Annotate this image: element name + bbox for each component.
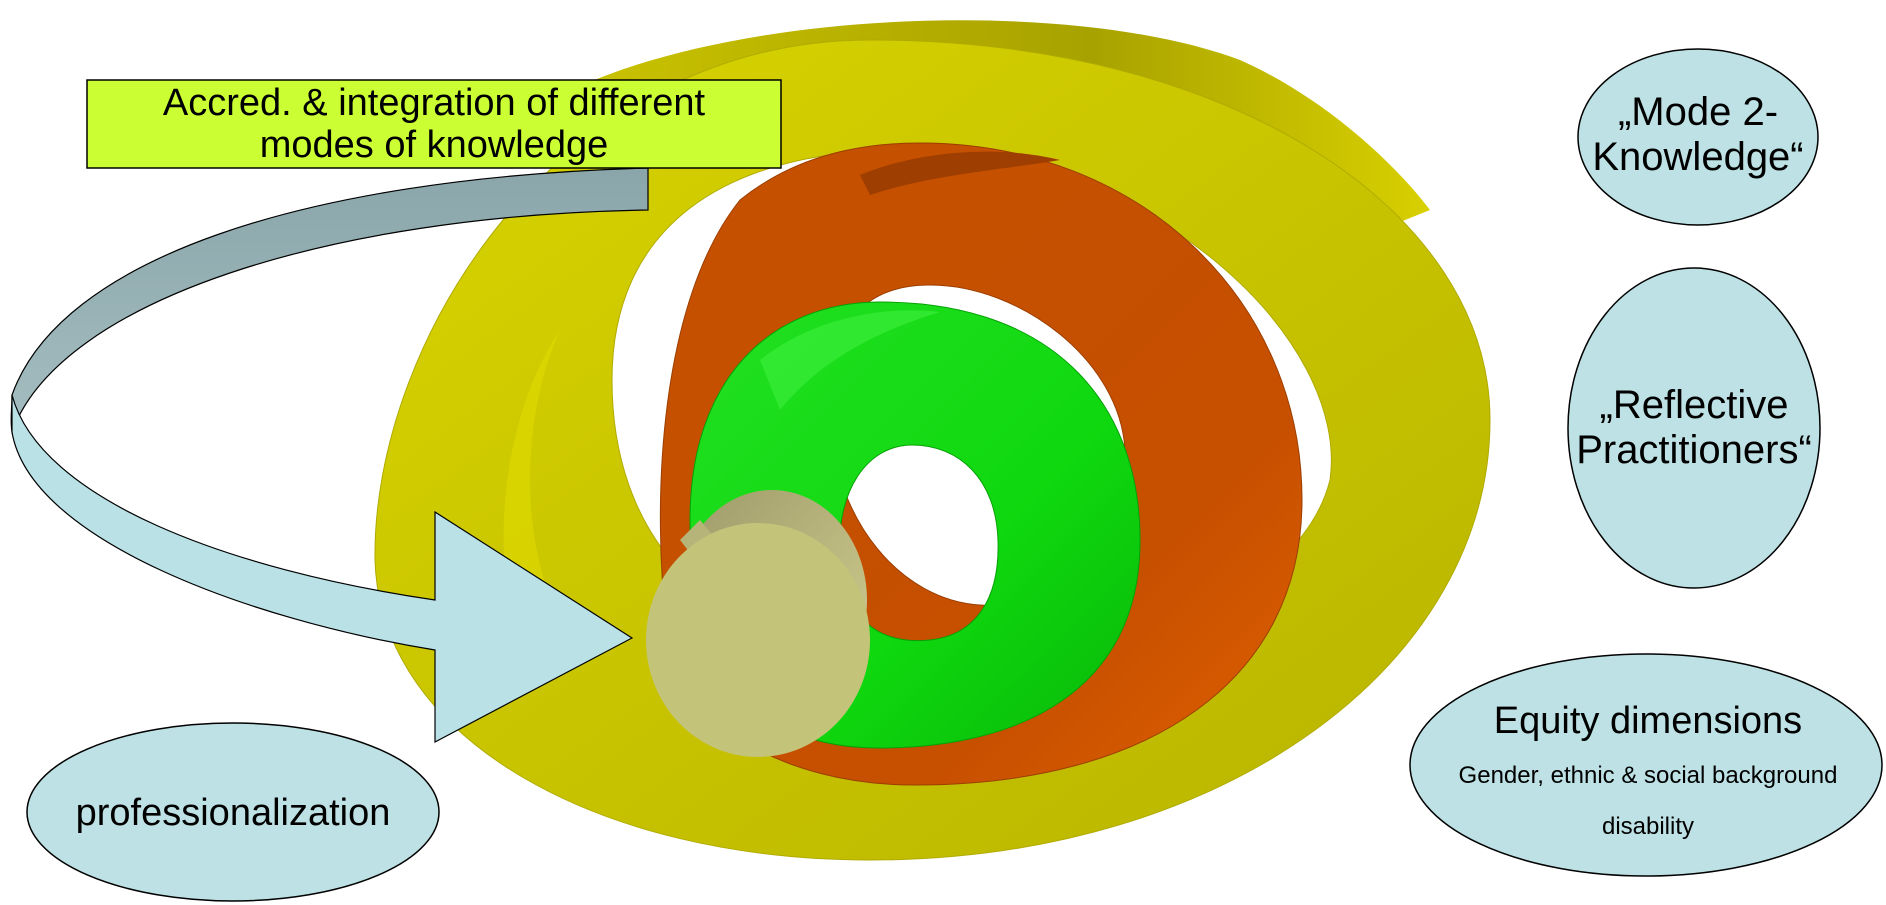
equity-title: Equity dimensions (1494, 700, 1802, 742)
accreditation-label-box (87, 80, 781, 168)
reflective-label-line1: „Reflective (1600, 383, 1789, 427)
mode2-label-line1: „Mode 2- (1618, 90, 1778, 134)
reflective-label-line2: Practitioners“ (1576, 428, 1812, 472)
equity-line1: Gender, ethnic & social background (1459, 762, 1838, 789)
mode2-label-line2: Knowledge“ (1592, 135, 1803, 179)
accreditation-box-bg (87, 80, 781, 168)
cylinder-face (646, 523, 870, 757)
professionalization-label: professionalization (76, 792, 391, 834)
equity-line2: disability (1602, 813, 1694, 840)
